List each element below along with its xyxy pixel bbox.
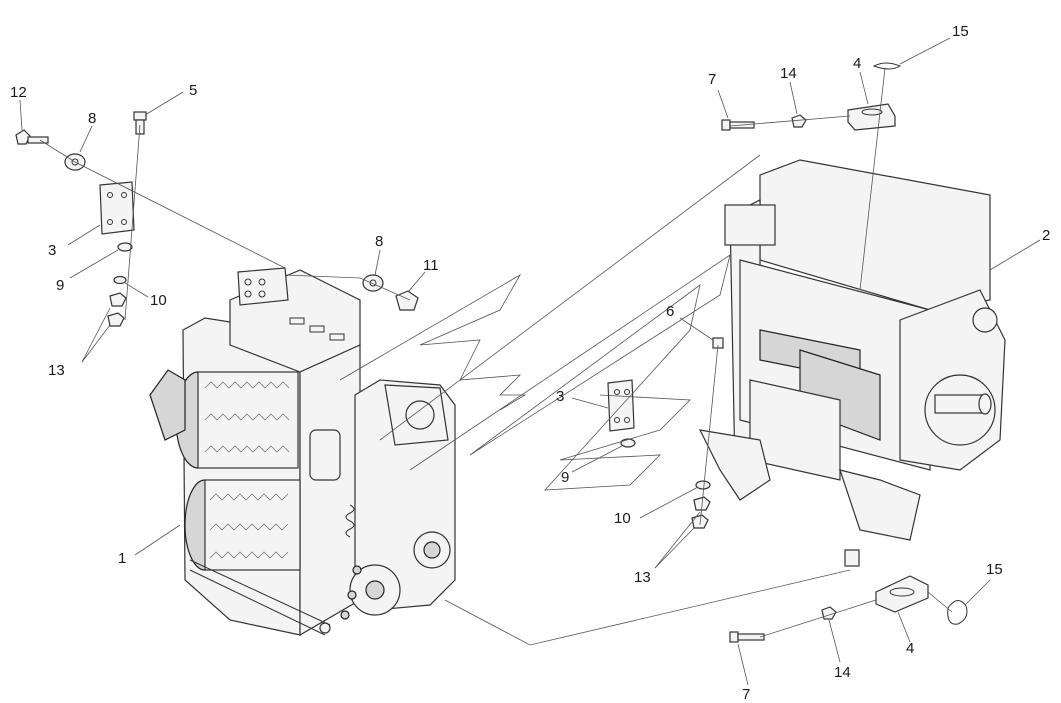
clip-15-bottom: [947, 600, 968, 625]
callout-10-left: 10: [150, 292, 167, 309]
right-foot-bracket: [839, 469, 921, 541]
callout-6: 6: [666, 303, 674, 320]
right-gearbox: [899, 289, 1006, 471]
callout-5: 5: [189, 82, 197, 99]
upper-rotor-drum: [175, 371, 299, 469]
plate-3-right: [607, 379, 635, 432]
callout-1: 1: [118, 550, 126, 567]
callout-labels: 12 8 5 3 9 10 13 1 8 11 7 14 4 15 2 6 3 …: [10, 23, 1050, 703]
callout-9-right: 9: [561, 469, 569, 486]
callout-15-top: 15: [952, 23, 969, 40]
callout-15-bottom: 15: [986, 561, 1003, 578]
nut-14-bottom: [821, 606, 837, 620]
callout-8-left: 8: [88, 110, 96, 127]
callout-14-top: 14: [780, 65, 797, 82]
nut-13-left-b: [107, 312, 125, 327]
nut-13-left-a: [109, 292, 127, 307]
nut-14-top: [791, 114, 807, 128]
block-4-top: [847, 103, 896, 131]
callout-7-bottom: 7: [742, 686, 750, 703]
washer-8-center: [362, 274, 384, 292]
washer-9-left: [117, 242, 133, 252]
assembly-lines: [39, 67, 953, 646]
spring-washer-10-right: [695, 480, 711, 490]
right-leg-bracket: [698, 429, 771, 501]
right-motor-block: [724, 204, 776, 246]
bolt-7-bottom: [729, 631, 765, 643]
callout-7-top: 7: [708, 71, 716, 88]
right-unit-assembly: [698, 159, 1006, 567]
callout-2: 2: [1042, 227, 1050, 244]
left-motor: [309, 429, 341, 481]
left-top-bracket: [237, 267, 289, 306]
callout-14-bottom: 14: [834, 664, 851, 681]
left-tension-spring: [345, 504, 355, 538]
callout-pointers: [19, 37, 1041, 686]
right-pin: [844, 549, 860, 567]
left-hopper: [149, 369, 186, 441]
callout-12: 12: [10, 84, 27, 101]
left-loose-parts: [15, 111, 419, 327]
callout-13-left: 13: [48, 362, 65, 379]
callout-4-bottom: 4: [906, 640, 914, 657]
clip-15-top: [872, 62, 902, 70]
bolt-5: [133, 111, 147, 135]
plate-3-left: [99, 181, 135, 235]
washer-9-right: [620, 438, 636, 448]
left-gearbox: [340, 379, 456, 620]
right-blade-lower: [749, 379, 841, 481]
callout-13-right: 13: [634, 569, 651, 586]
callout-3-right: 3: [556, 388, 564, 405]
callout-8-center: 8: [375, 233, 383, 250]
callout-3-left: 3: [48, 242, 56, 259]
spring-washer-10-left: [113, 275, 127, 285]
callout-11: 11: [423, 257, 439, 274]
callout-10-right: 10: [614, 510, 631, 527]
callout-4-top: 4: [853, 55, 861, 72]
bolt-12: [15, 129, 49, 145]
block-4-bottom: [875, 575, 929, 613]
left-unit-assembly: [149, 267, 456, 637]
lower-rotor-drum: [184, 479, 301, 571]
callout-9-left: 9: [56, 277, 64, 294]
right-loose-parts: [607, 62, 968, 643]
nut-11: [395, 290, 419, 311]
